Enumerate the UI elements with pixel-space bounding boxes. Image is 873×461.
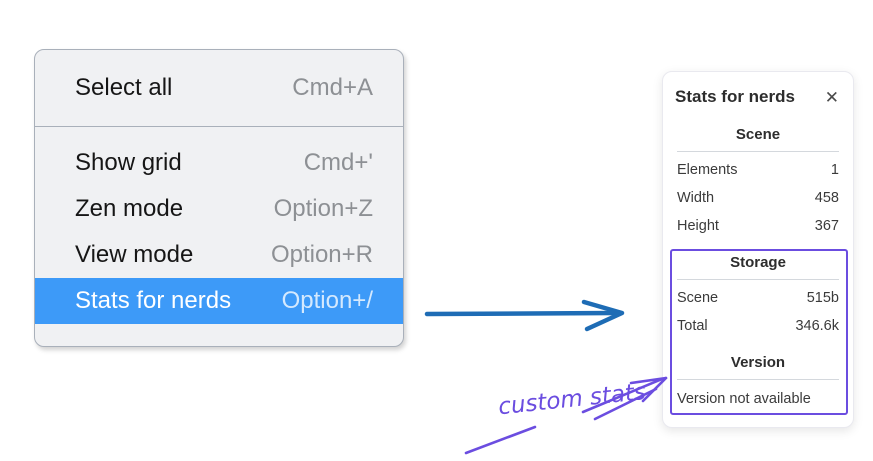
menu-item-stats-for-nerds[interactable]: Stats for nerds Option+/ [35, 278, 403, 324]
stat-value: 1 [830, 162, 839, 178]
stats-panel: Stats for nerds ✕ Scene Elements 1 Width… [662, 71, 854, 428]
arrow-menu-to-panel [424, 299, 625, 332]
menu-item-shortcut: Cmd+' [303, 149, 373, 176]
divider [677, 279, 839, 280]
stat-label: Scene [677, 290, 719, 306]
version-note: Version not available [677, 391, 811, 407]
stat-value: 346.6k [795, 318, 839, 334]
menu-item-shortcut: Cmd+A [292, 74, 373, 101]
menu-item-shortcut: Option+R [270, 241, 373, 268]
stats-panel-title: Stats for nerds [675, 87, 795, 106]
menu-item-select-all[interactable]: Select all Cmd+A [35, 65, 403, 111]
section-header-storage: Storage [730, 254, 786, 271]
menu-item-label: Zen mode [75, 195, 184, 222]
section-header-scene: Scene [735, 126, 781, 143]
stat-row-height: Height 367 [675, 212, 841, 240]
context-menu: Select all Cmd+A Show grid Cmd+' Zen mod… [34, 49, 404, 347]
divider [677, 151, 839, 152]
menu-item-zen-mode[interactable]: Zen mode Option+Z [35, 186, 403, 232]
menu-item-label: Show grid [75, 149, 182, 176]
close-icon: ✕ [824, 87, 839, 107]
menu-group-bottom: Show grid Cmd+' Zen mode Option+Z View m… [35, 127, 403, 324]
stat-row-width: Width 458 [675, 184, 841, 212]
stat-label: Elements [677, 162, 738, 178]
menu-item-shortcut: Option+/ [281, 287, 373, 314]
stat-value: 458 [814, 190, 839, 206]
stat-label: Width [677, 190, 715, 206]
menu-item-view-mode[interactable]: View mode Option+R [35, 232, 403, 278]
menu-item-show-grid[interactable]: Show grid Cmd+' [35, 140, 403, 186]
stats-panel-header: Stats for nerds ✕ [675, 84, 841, 110]
stat-value: 515b [806, 290, 839, 306]
menu-item-label: Select all [75, 74, 173, 101]
menu-group-top: Select all Cmd+A [35, 50, 403, 127]
annotation-label: custom stats [497, 378, 648, 421]
stat-value: 367 [814, 218, 839, 234]
stat-label: Height [677, 218, 719, 234]
close-button[interactable]: ✕ [823, 89, 841, 106]
stat-label: Total [677, 318, 708, 334]
stat-row-elements: Elements 1 [675, 156, 841, 184]
annotation-arrow [464, 376, 668, 455]
stat-row-storage-scene: Scene 515b [675, 284, 841, 312]
divider [677, 379, 839, 380]
menu-item-label: Stats for nerds [75, 287, 232, 314]
menu-item-label: View mode [75, 241, 194, 268]
menu-item-shortcut: Option+Z [273, 195, 373, 222]
section-header-version: Version [730, 354, 786, 371]
stat-row-storage-total: Total 346.6k [675, 312, 841, 340]
